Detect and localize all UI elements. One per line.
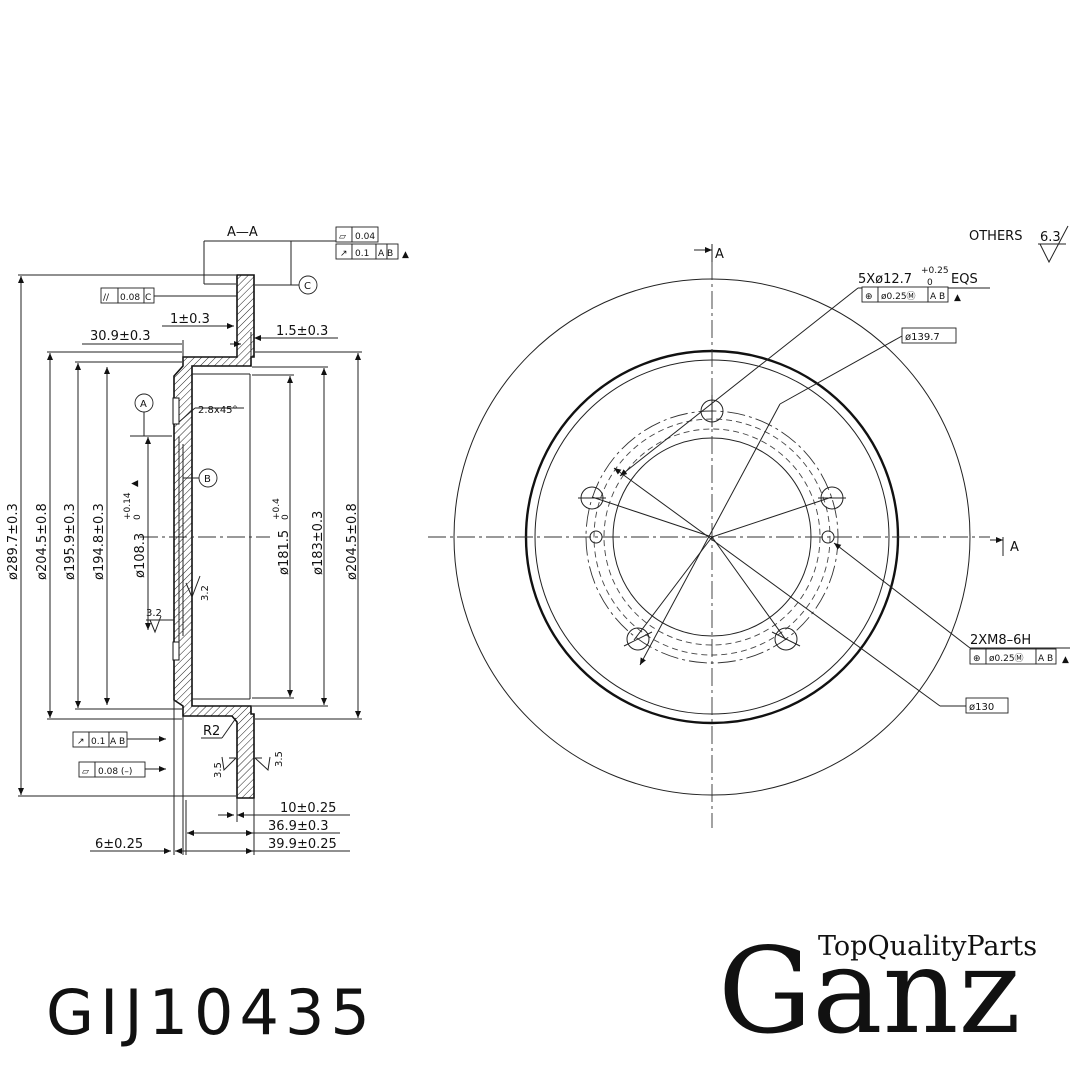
others-value: 6.3 <box>1040 230 1061 245</box>
dim-1-5: 1.5±0.3 <box>276 324 328 339</box>
svg-text:ø204.5±0.8: ø204.5±0.8 <box>35 503 50 580</box>
svg-text:↗: ↗ <box>340 249 348 259</box>
front-view: A A OTHERS 6.3 5Xø12.7 +0.25 0 EQS ⊕ ø0.… <box>428 225 1070 828</box>
svg-text:EQS: EQS <box>951 272 978 287</box>
svg-text:C: C <box>145 293 151 303</box>
section-view: A—A ▱ 0.04 ↗ 0.1 A B ▲ C // 0.08 <box>6 225 409 855</box>
svg-text:▲: ▲ <box>954 293 961 303</box>
svg-text://: // <box>103 293 110 303</box>
svg-text:ø0.25Ⓜ: ø0.25Ⓜ <box>881 291 916 302</box>
roughness-3-5-left: 3.5 <box>213 762 224 778</box>
datum-c-label: C <box>304 281 311 292</box>
bolt-hole-callout: 5Xø12.7 +0.25 0 EQS ⊕ ø0.25Ⓜ A B ▲ <box>619 266 990 477</box>
svg-text:A B: A B <box>110 737 125 747</box>
section-title: A—A <box>227 225 258 240</box>
roughness-3-2-horizontal: 3.2 <box>146 608 162 619</box>
svg-text:▲: ▲ <box>1062 655 1069 665</box>
svg-text:▱: ▱ <box>339 232 346 242</box>
svg-text:ø0.25Ⓜ: ø0.25Ⓜ <box>989 653 1024 664</box>
dim-30-9: 30.9±0.3 <box>90 329 151 344</box>
diameter-dims-left: ø289.7±0.3 ø204.5±0.8 ø195.9±0.3 ø194.8±… <box>6 274 236 797</box>
dim-6: 6±0.25 <box>95 837 143 852</box>
roughness-others-symbol <box>1038 225 1069 264</box>
svg-text:0.08: 0.08 <box>120 293 140 303</box>
svg-text:ø183±0.3: ø183±0.3 <box>311 511 326 575</box>
dim-1: 1±0.3 <box>170 312 210 327</box>
thread-callout: 2XM8–6H ⊕ ø0.25Ⓜ A B ▲ <box>833 542 1070 665</box>
svg-text:0.08 (–): 0.08 (–) <box>98 767 132 777</box>
svg-text:▲: ▲ <box>402 250 409 260</box>
dim-36-9: 36.9±0.3 <box>268 819 329 834</box>
svg-text:5Xø12.7: 5Xø12.7 <box>858 272 912 287</box>
svg-text:▱: ▱ <box>82 767 89 777</box>
roughness-3-2-vertical: 3.2 <box>200 585 211 601</box>
svg-text:+0.25: +0.25 <box>921 266 949 276</box>
svg-text:0.1: 0.1 <box>355 249 369 259</box>
svg-text:+0.14: +0.14 <box>123 492 133 520</box>
brand-tagline: TopQualityParts <box>818 931 1037 962</box>
svg-text:ø204.5±0.8: ø204.5±0.8 <box>345 503 360 580</box>
svg-text:⊕: ⊕ <box>973 654 981 664</box>
flatness-runout-fcf: ▱ 0.04 ↗ 0.1 A B ▲ <box>335 226 409 260</box>
datum-a-label: A <box>140 399 147 410</box>
brand-name: Ganz <box>718 922 1021 1060</box>
svg-text:ø130: ø130 <box>969 702 994 713</box>
section-profile <box>173 274 255 799</box>
svg-text:A B: A B <box>930 292 945 302</box>
svg-text:↗: ↗ <box>77 737 85 747</box>
svg-text:ø289.7±0.3: ø289.7±0.3 <box>6 503 21 580</box>
svg-text:2XM8–6H: 2XM8–6H <box>970 633 1031 648</box>
pcd-callout: ø139.7 <box>639 327 957 666</box>
threaded-hole-left <box>589 530 603 544</box>
dim-10: 10±0.25 <box>280 801 336 816</box>
diameter-dims-right: ø181.5 +0.4 0 ø183±0.3 ø204.5±0.8 <box>252 351 362 720</box>
svg-text:ø194.8±0.3: ø194.8±0.3 <box>92 503 107 580</box>
svg-text:▲: ▲ <box>130 480 140 487</box>
section-marker-right: A <box>1010 540 1019 555</box>
svg-text:ø181.5: ø181.5 <box>277 530 292 575</box>
part-number: GIJ10435 <box>46 976 376 1049</box>
svg-text:0.1: 0.1 <box>91 737 105 747</box>
svg-text:0.04: 0.04 <box>355 232 375 242</box>
svg-text:⊕: ⊕ <box>865 292 873 302</box>
parallel-fcf: // 0.08 C <box>100 287 237 304</box>
datum-c-circle <box>298 275 318 295</box>
svg-text:0: 0 <box>927 278 933 288</box>
flatness-fcf-bottom: ▱ 0.08 (–) <box>78 761 166 778</box>
threaded-hole-right <box>821 530 835 544</box>
dia-130-callout: ø130 <box>613 467 1009 714</box>
others-label: OTHERS <box>969 229 1022 244</box>
datum-b-label: B <box>204 474 211 485</box>
svg-text:0: 0 <box>133 514 143 520</box>
radius-label: R2 <box>203 724 220 739</box>
svg-text:ø195.9±0.3: ø195.9±0.3 <box>63 503 78 580</box>
datum-b-circle <box>198 468 218 488</box>
svg-text:0: 0 <box>281 514 291 520</box>
dim-39-9: 39.9±0.25 <box>268 837 337 852</box>
chamfer-label: 2.8x45° <box>198 405 238 416</box>
svg-text:A B: A B <box>1038 654 1053 664</box>
svg-text:ø139.7: ø139.7 <box>905 332 940 343</box>
svg-text:+0.4: +0.4 <box>272 498 282 520</box>
roughness-3-5-right: 3.5 <box>274 751 285 767</box>
section-marker-top: A <box>715 247 724 262</box>
bolt-holes <box>578 395 846 651</box>
svg-text:ø108.3: ø108.3 <box>133 533 148 578</box>
runout-fcf-bottom: ↗ 0.1 A B <box>72 731 166 748</box>
svg-text:A B: A B <box>378 249 393 259</box>
